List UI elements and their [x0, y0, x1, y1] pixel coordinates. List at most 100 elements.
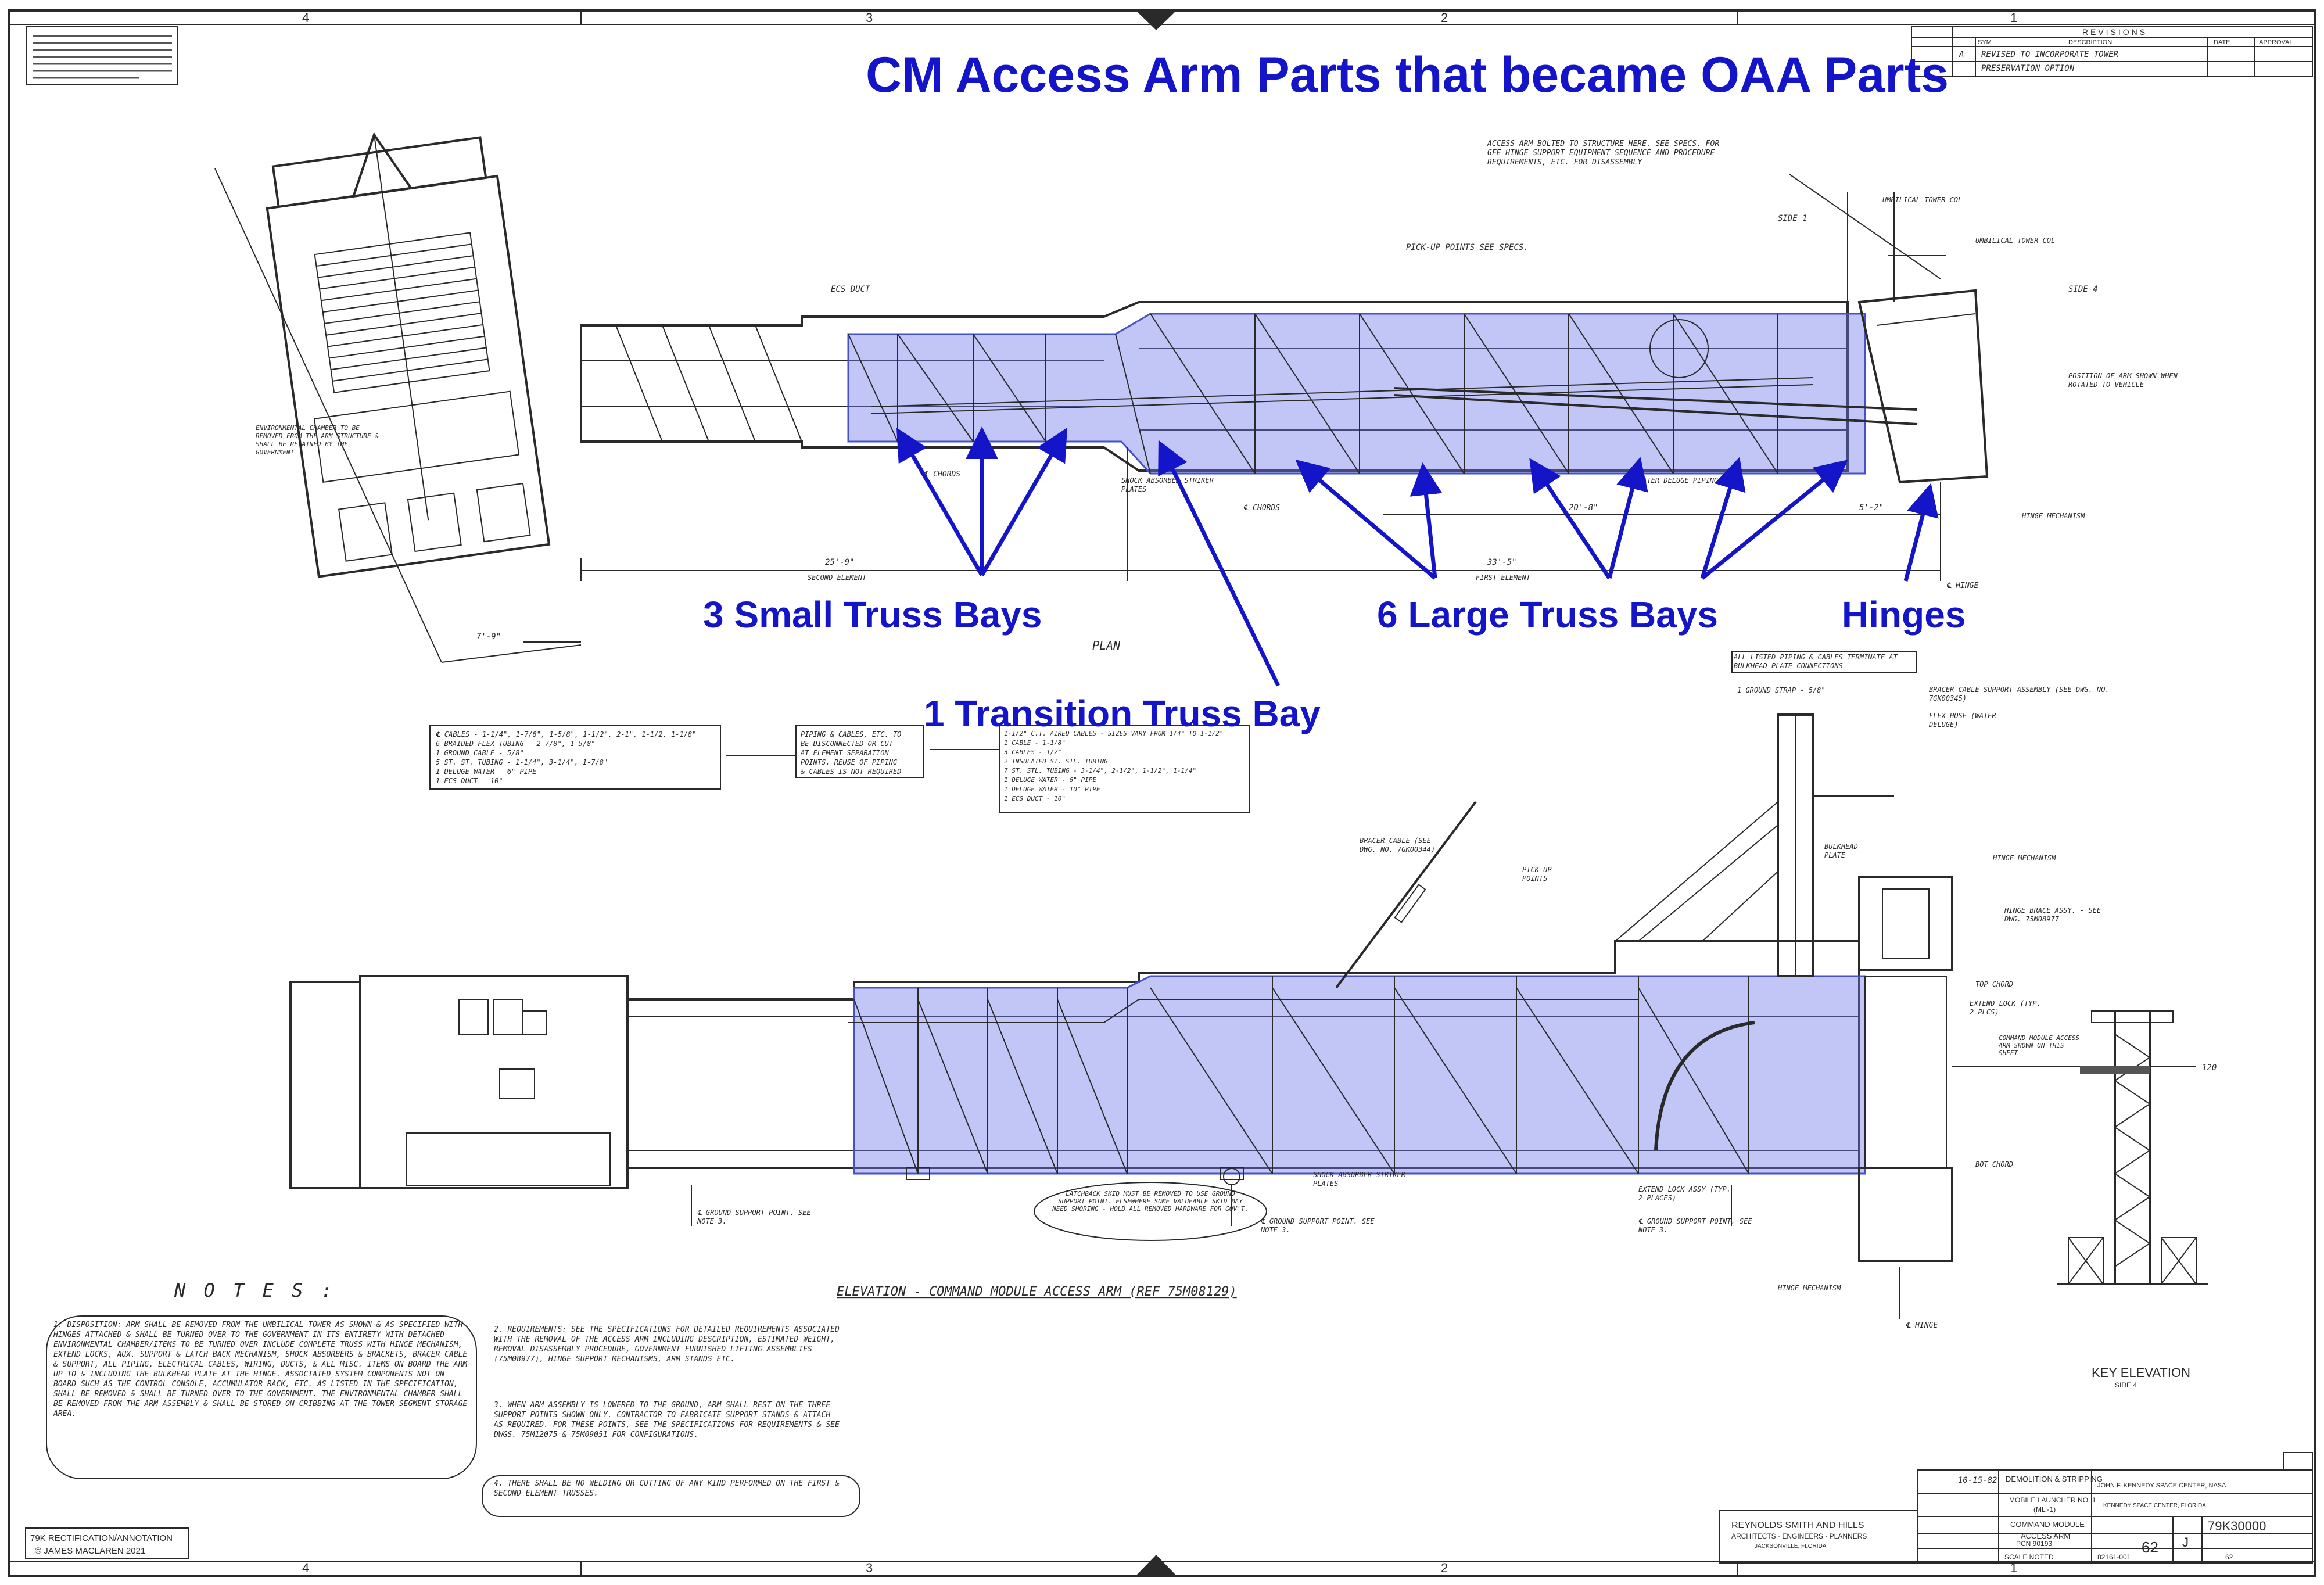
title-line-5: ACCESS ARM: [2021, 1532, 2070, 1540]
callout-umbilical-col-1: UMBILICAL TOWER COL: [1882, 196, 1962, 204]
callout-hinge-mechanism-elev-2: HINGE MECHANISM: [1778, 1284, 1841, 1292]
arrow-small-bay-3: [980, 427, 1068, 576]
callout-hinge-mechanism-plan: HINGE MECHANISM: [2021, 512, 2085, 520]
note-3: 3. WHEN ARM ASSEMBLY IS LOWERED TO THE G…: [494, 1401, 840, 1439]
title-line-1: DEMOLITION & STRIPPING: [2006, 1475, 2103, 1483]
title-line-2: MOBILE LAUNCHER NO. 1: [2009, 1496, 2096, 1504]
callout-side-1: SIDE 1: [1778, 214, 1807, 223]
callout-ground-support-1: ℄ GROUND SUPPORT POINT. SEE NOTE 3.: [697, 1209, 811, 1225]
note-box-3-line-7: 1 DELUGE WATER - 10" PIPE: [1004, 786, 1100, 793]
firm-location: JACKSONVILLE, FLORIDA: [1755, 1543, 1827, 1550]
callout-bracer-cable-support: BRACER CABLE SUPPORT ASSEMBLY (SEE DWG. …: [1929, 686, 2110, 702]
key-elevation-side: SIDE 4: [2115, 1381, 2137, 1389]
annotation-large-bays: 6 Large Truss Bays: [1377, 594, 1718, 636]
callout-bracer-cable: BRACER CABLE (SEE DWG. NO. 7GK00344): [1360, 837, 1435, 854]
title-line-4: COMMAND MODULE: [2010, 1520, 2085, 1529]
callout-extend-lock-1: EXTEND LOCK (TYP. 2 PLCS): [1970, 999, 2041, 1016]
dim-7-9: 7'-9": [476, 632, 501, 641]
elevation-truss-highlight: [853, 975, 1866, 1175]
annotation-transition-bay: 1 Transition Truss Bay: [924, 693, 1321, 734]
arrow-large-bay-1: [1295, 459, 1437, 580]
annotation-arrows: [896, 426, 1939, 687]
revisions-heading: REVISIONS: [2082, 27, 2147, 37]
note-box-3-line-1: 1-1/2" C.T. AIRED CABLES - SIZES VARY FR…: [1004, 730, 1224, 737]
note-4: 4. THERE SHALL BE NO WELDING OR CUTTING …: [494, 1479, 840, 1498]
key-elevation-title: KEY ELEVATION: [2092, 1365, 2190, 1380]
callout-hinge-brace: HINGE BRACE ASSY. - SEE DWG. 75M08977: [2004, 906, 2101, 923]
arrow-large-bay-4: [1607, 457, 1648, 579]
annotation-hinges: Hinges: [1842, 594, 1966, 636]
sheet-number-large: 62: [2142, 1539, 2158, 1556]
firm-sub: ARCHITECTS · ENGINEERS · PLANNERS: [1731, 1532, 1867, 1540]
callout-umbilical-col-2: UMBILICAL TOWER COL: [1975, 236, 2055, 245]
label-first-element: FIRST ELEMENT: [1476, 573, 1531, 582]
elevation-title: ELEVATION - COMMAND MODULE ACCESS ARM (R…: [837, 1285, 1237, 1299]
note-box-1-line-3: 1 GROUND CABLE - 5/8": [436, 749, 524, 757]
copyright-stamp: [25, 1527, 189, 1559]
arrow-large-bay-5: [1700, 457, 1746, 579]
note-2: 2. REQUIREMENTS: SEE THE SPECIFICATIONS …: [494, 1325, 840, 1364]
stamp-line-2: © JAMES MACLAREN 2021: [35, 1546, 145, 1556]
plan-label: PLAN: [1092, 639, 1121, 652]
fine-print-block: [26, 26, 178, 85]
callout-chords-2: ℄ CHORDS: [1243, 504, 1280, 512]
zone-bottom-2: 2: [1441, 1561, 1448, 1575]
firm-name: REYNOLDS SMITH AND HILLS: [1731, 1521, 1864, 1530]
callout-pickup-points: PICK-UP POINTS SEE SPECS.: [1406, 243, 1529, 252]
arrow-large-bay-3: [1529, 458, 1611, 579]
pcn-number: PCN 90193: [2016, 1540, 2052, 1548]
sheet-size: J: [2182, 1535, 2189, 1550]
annotation-small-bays: 3 Small Truss Bays: [703, 594, 1042, 636]
dim-first-element: 33'-5": [1487, 558, 1517, 567]
key-elevation-diagram: [2057, 1010, 2208, 1285]
callout-extend-lock-2: EXTEND LOCK ASSY (TYP. 2 PLACES): [1638, 1185, 1731, 1202]
note-box-1-line-5: 1 DELUGE WATER - 6" PIPE: [436, 768, 537, 776]
original-date: 10-15-82: [1958, 1476, 1997, 1485]
zone-bottom-3: 3: [866, 1561, 873, 1575]
note-box-3-line-4: 2 INSULATED ST. STL. TUBING: [1004, 758, 1108, 765]
notes-heading: N O T E S :: [174, 1279, 336, 1301]
title-line-3: (ML -1): [2033, 1505, 2056, 1514]
title-block: [1719, 1452, 2313, 1564]
drawing-number: 79K30000: [2208, 1519, 2266, 1533]
rev-row-2-desc: PRESERVATION OPTION: [1981, 64, 2075, 73]
rev-col-approval: APPROVAL: [2259, 39, 2293, 46]
arrow-transition-bay: [1158, 440, 1281, 687]
zone-bottom-4: 4: [302, 1561, 309, 1575]
arrow-large-bay-6: [1701, 460, 1848, 580]
callout-access-arm-bolted: ACCESS ARM BOLTED TO STRUCTURE HERE. SEE…: [1487, 139, 1719, 167]
elev-120: 120: [2202, 1063, 2217, 1073]
stamp-line-1: 79K RECTIFICATION/ANNOTATION: [30, 1533, 173, 1543]
callout-hinge-plan: ℄ HINGE: [1946, 582, 1978, 590]
note-box-1-line-2: 6 BRAIDED FLEX TUBING - 2-7/8", 1-5/8": [436, 740, 596, 748]
callout-shock-absorber-plan: SHOCK ABSORBER STRIKER PLATES: [1121, 476, 1214, 493]
callout-ground-support-2: ℄ GROUND SUPPORT POINT. SEE NOTE 3.: [1261, 1217, 1375, 1234]
plan-truss-highlight: [847, 313, 1866, 475]
note-box-1-line-4: 5 ST. ST. TUBING - 1-1/4", 3-1/4", 1-7/8…: [436, 758, 608, 766]
callout-bulkhead-plate: BULKHEAD PLATE: [1824, 842, 1858, 859]
note-box-3-line-6: 1 DELUGE WATER - 6" PIPE: [1004, 776, 1096, 784]
callout-pickup-points-elev: PICK-UP POINTS: [1522, 866, 1552, 883]
note-box-3-line-8: 1 ECS DUCT - 10": [1004, 795, 1066, 802]
callout-ground-strap: 1 GROUND STRAP - 5/8": [1737, 686, 1826, 694]
callout-position-of-arm: POSITION OF ARM SHOWN WHEN ROTATED TO VE…: [2068, 372, 2178, 389]
revisions-block: [1911, 26, 2313, 77]
callout-bot-chord: BOT CHORD: [1975, 1160, 2013, 1168]
label-second-element: SECOND ELEMENT: [808, 573, 867, 582]
note-box-2-line-5: & CABLES IS NOT REQUIRED: [800, 768, 901, 776]
job-code: 82161-001: [2097, 1553, 2131, 1561]
note-box-2-line-3: AT ELEMENT SEPARATION: [800, 749, 889, 757]
note-1: 1. DISPOSITION: ARM SHALL BE REMOVED FRO…: [53, 1321, 467, 1418]
agency-location: KENNEDY SPACE CENTER, FLORIDA: [2103, 1502, 2206, 1509]
note-box-3-line-5: 7 ST. STL. TUBING - 3-1/4", 2-1/2", 1-1/…: [1004, 767, 1196, 774]
note-box-2: [726, 725, 924, 778]
latchback-cloud: [1034, 1182, 1267, 1241]
note-box-2-line-1: PIPING & CABLES, ETC. TO: [801, 730, 901, 738]
elevation-view: [289, 713, 2196, 1319]
zone-top-1: 1: [2010, 10, 2017, 25]
note-box-3-line-3: 3 CABLES - 1/2": [1003, 748, 1061, 756]
plan-environmental-chamber: [266, 132, 551, 578]
note-box-3: [930, 725, 1250, 813]
note-box-1-line-1: ℄ CABLES - 1-1/4", 1-7/8", 1-5/8", 1-1/2…: [436, 730, 696, 738]
note-box-1: [429, 725, 721, 790]
